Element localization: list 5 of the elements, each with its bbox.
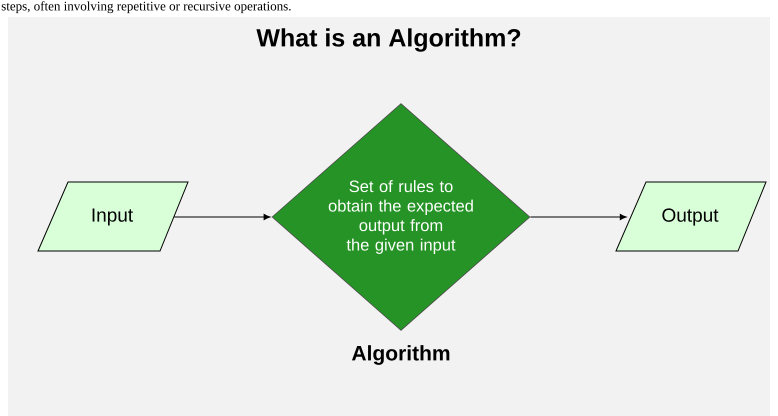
- title: What is an Algorithm?: [256, 28, 520, 52]
- arrow: [174, 214, 270, 220]
- diamond-caption: Algorithm: [352, 345, 450, 365]
- arrow: [530, 214, 627, 220]
- clipped-text: steps, often involving repetitive or recursive operations.: [2, 1, 291, 14]
